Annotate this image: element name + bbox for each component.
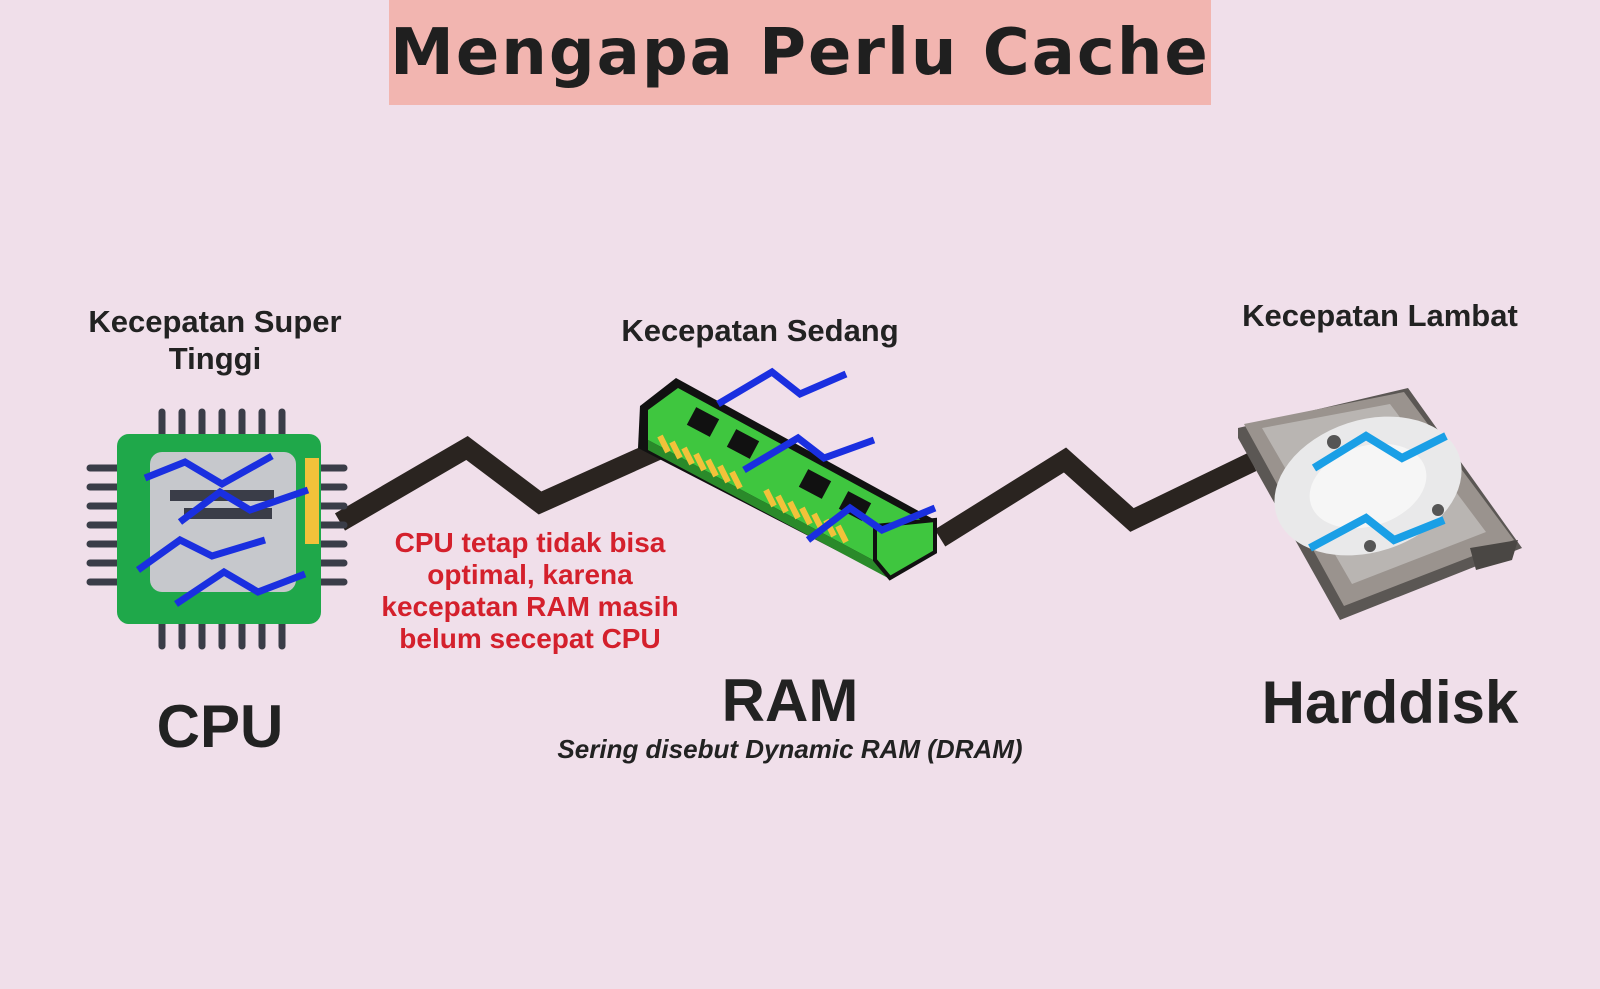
ram-module-icon	[638, 367, 937, 581]
page-title: Mengapa Perlu Cache	[390, 15, 1210, 90]
cpu-label: CPU	[156, 693, 284, 760]
ram-subtitle: Sering disebut Dynamic RAM (DRAM)	[557, 734, 1023, 764]
cpu-speed-label: Kecepatan Super Tinggi	[88, 304, 342, 376]
cpu-chip-icon	[86, 408, 348, 650]
connector-cpu-ram	[334, 436, 663, 531]
ram-speed-label: Kecepatan Sedang	[621, 313, 899, 348]
harddisk-icon	[1238, 388, 1522, 620]
connector-ram-harddisk	[934, 447, 1257, 547]
note-text: CPU tetap tidak bisa optimal, karena kec…	[381, 527, 679, 654]
title-banner: Mengapa Perlu Cache	[389, 0, 1211, 105]
harddisk-speed-label: Kecepatan Lambat	[1242, 298, 1518, 333]
harddisk-label: Harddisk	[1261, 669, 1519, 736]
ram-label: RAM	[721, 667, 859, 734]
